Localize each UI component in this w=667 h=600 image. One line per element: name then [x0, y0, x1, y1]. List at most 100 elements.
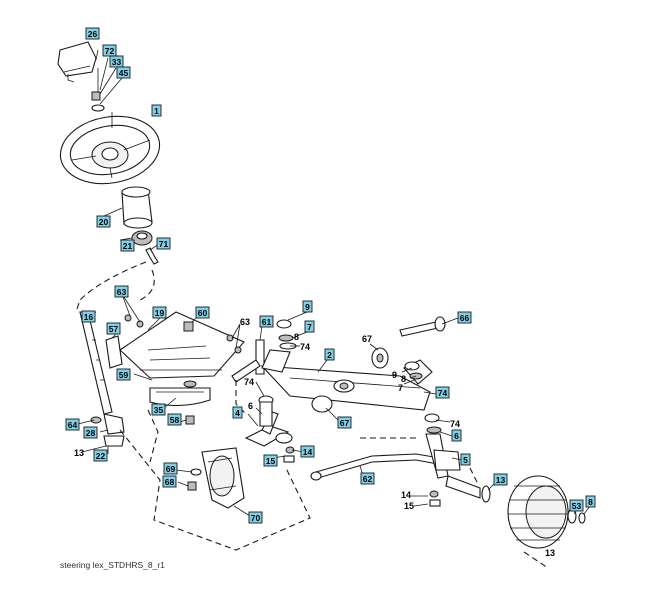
label-6: 6 [248, 401, 253, 411]
steering-plate-drawing [119, 311, 245, 379]
callout-19: 19 [152, 306, 167, 319]
dashed-assembly-outline [119, 380, 549, 569]
bushing-drawing [131, 230, 153, 246]
callout-60: 60 [195, 306, 210, 319]
callout-7: 7 [304, 320, 315, 333]
steering-cap-drawing [57, 41, 97, 83]
callout-5: 5 [460, 453, 471, 466]
front-wheel-drawing [481, 475, 586, 549]
bracket-57-drawing [105, 335, 123, 369]
front-axle-drawing [260, 349, 433, 411]
label-67: 67 [362, 334, 372, 344]
callout-28: 28 [83, 426, 98, 439]
svg-text:35: 35 [154, 405, 164, 415]
callout-20: 20 [96, 215, 111, 228]
callout-69: 69 [163, 462, 178, 475]
lower-bushings-left-drawing [258, 395, 274, 427]
label-7: 7 [398, 383, 403, 393]
callout-61: 61 [259, 315, 274, 328]
bracket-70-drawing [201, 447, 245, 509]
callout-33: 33 [109, 55, 124, 68]
svg-text:8: 8 [588, 497, 593, 507]
callout-8: 8 [585, 495, 596, 508]
svg-text:7: 7 [307, 322, 312, 332]
lower-bushings-right-drawing [424, 413, 442, 434]
column-shaft-drawing [75, 247, 159, 313]
svg-text:20: 20 [99, 217, 109, 227]
callout-16: 16 [81, 310, 96, 323]
callout-63: 63 [114, 285, 129, 298]
svg-text:4: 4 [235, 408, 240, 418]
svg-text:9: 9 [305, 302, 310, 312]
label-9: 9 [392, 370, 397, 380]
callout-62: 62 [360, 472, 375, 485]
svg-text:45: 45 [119, 68, 129, 78]
callout-68: 68 [162, 475, 177, 488]
steering-wheel-drawing [59, 115, 161, 185]
svg-text:21: 21 [123, 241, 133, 251]
svg-text:64: 64 [68, 420, 78, 430]
svg-text:26: 26 [88, 29, 98, 39]
svg-text:74: 74 [438, 388, 448, 398]
callout-22: 22 [93, 449, 108, 462]
svg-text:59: 59 [119, 370, 129, 380]
label-13-bottom: 13 [545, 548, 555, 558]
svg-text:61: 61 [262, 317, 272, 327]
label-8-top: 8 [294, 332, 299, 342]
svg-text:28: 28 [86, 428, 96, 438]
svg-text:67: 67 [340, 418, 350, 428]
top-washers-left-drawing [276, 319, 297, 350]
svg-text:69: 69 [166, 464, 176, 474]
callout-14: 14 [300, 445, 315, 458]
svg-text:53: 53 [572, 501, 582, 511]
svg-text:6: 6 [454, 431, 459, 441]
svg-text:1: 1 [154, 106, 159, 116]
callout-45: 45 [116, 66, 131, 79]
svg-text:60: 60 [198, 308, 208, 318]
label-8-right: 8 [401, 374, 406, 384]
pitman-arm-drawing [244, 411, 293, 447]
svg-text:66: 66 [460, 313, 470, 323]
label-15: 15 [404, 501, 414, 511]
lower-shaft-parts-drawing [81, 413, 125, 453]
callout-64: 64 [65, 418, 80, 431]
small-parts-68-69-drawing [187, 468, 202, 491]
callout-2: 2 [324, 348, 335, 361]
callout-70: 70 [248, 511, 263, 524]
svg-text:2: 2 [327, 350, 332, 360]
callout-72: 72 [102, 44, 117, 57]
svg-text:13: 13 [496, 475, 506, 485]
callout-71: 71 [156, 237, 171, 250]
callout-9: 9 [302, 300, 313, 313]
callout-67: 67 [337, 416, 352, 429]
callout-26: 26 [85, 27, 100, 40]
callout-1: 1 [151, 104, 162, 117]
callout-59: 59 [116, 368, 131, 381]
svg-text:58: 58 [170, 415, 180, 425]
callout-58: 58 [167, 413, 182, 426]
column-cover-drawing [121, 186, 153, 229]
svg-text:71: 71 [159, 239, 169, 249]
nut-60-drawing [183, 321, 194, 332]
svg-text:62: 62 [363, 474, 373, 484]
callout-15: 15 [263, 454, 278, 467]
svg-text:14: 14 [303, 447, 313, 457]
nut-left-drawing [283, 446, 295, 463]
label-74-right: 74 [450, 419, 460, 429]
label-74-left: 74 [244, 377, 254, 387]
svg-text:63: 63 [117, 287, 127, 297]
svg-text:16: 16 [84, 312, 94, 322]
drag-link-drawing [310, 453, 441, 481]
nut-58-drawing [185, 415, 195, 425]
callout-13: 13 [493, 473, 508, 486]
callout-74: 74 [435, 386, 450, 399]
label-63: 63 [240, 317, 250, 327]
axle-pivot-drawing [311, 347, 389, 413]
callout-35: 35 [151, 403, 166, 416]
svg-text:22: 22 [96, 451, 106, 461]
callout-4: 4 [232, 406, 243, 419]
svg-text:72: 72 [105, 46, 115, 56]
svg-text:68: 68 [165, 477, 175, 487]
svg-text:57: 57 [109, 324, 119, 334]
